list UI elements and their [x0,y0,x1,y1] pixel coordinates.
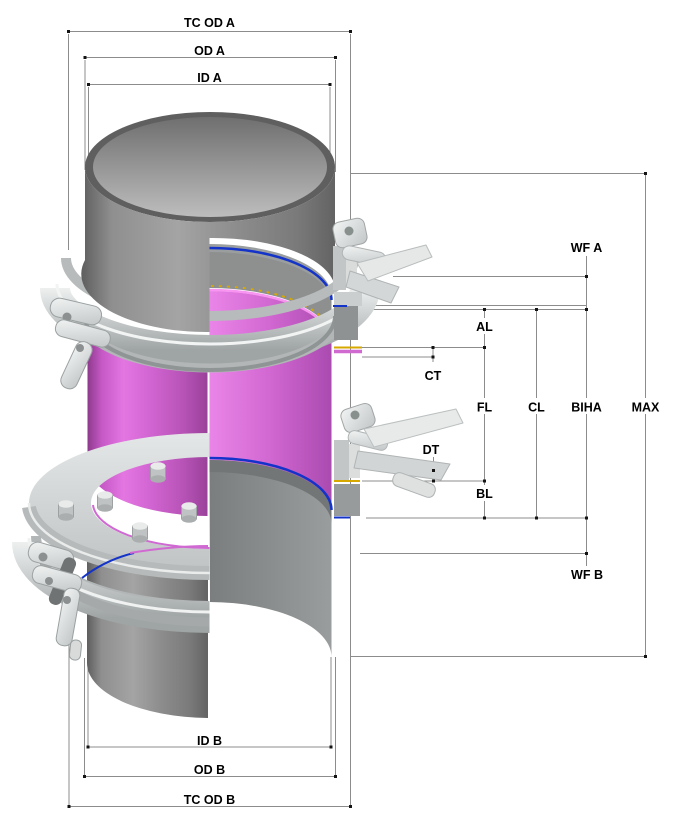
interior-bottom-pipe [209,460,332,657]
label-bg-max [628,398,663,414]
label-bg-cl [522,398,551,414]
weld-seam-b-arc [209,456,333,511]
label-max: MAX [632,401,660,415]
flange-b-bolts [58,462,197,543]
weld-seam-b-left [81,552,135,579]
ferrule-b-cut-face-1 [334,440,349,482]
wing-nut-b-stem [392,472,436,498]
latch-b-hole-top [38,552,48,562]
latch-a-hole-bottom [76,344,84,352]
clamp-b-latch [27,541,83,661]
label-dt: DT [423,443,440,457]
label-cl: CL [528,401,545,415]
label-ct: CT [425,369,442,383]
clamp-a-cut-face-3 [334,292,362,306]
label-al: AL [476,320,493,334]
top-inner-bore [93,117,327,217]
clamp-a-latch [49,297,111,390]
latch-b-clevis [55,587,81,647]
label-bl: BL [476,487,493,501]
ferrule-b-cut-face-3 [334,484,360,516]
interior-steel-band-b [209,460,332,524]
label-wf-b: WF B [571,568,603,582]
liner-edge-b-left [129,545,209,554]
label-fl: FL [477,401,493,415]
clamp-b-wing-nut [340,402,464,498]
model-cutaway-assembly [12,112,464,718]
wing-nut-b-upper-wing [363,408,464,448]
flange-b-rim-highlight [27,502,210,575]
latch-b-plate-bottom [31,565,83,593]
wing-nut-b-lug-hole [350,410,360,420]
label-id-a: ID A [197,71,222,85]
clamp-a-cut-face-4 [334,306,358,340]
label-bg-fl [470,398,498,414]
clamp-a-wing-nut [332,217,433,304]
interior-steel-band-a2 [209,252,332,340]
label-od-a: OD A [194,44,225,58]
latch-a-clevis [60,341,93,390]
label-bg-bl [470,485,499,501]
label-id-b: ID B [197,734,222,748]
wing-nut-a-upper-wing [356,244,433,282]
label-od-b: OD B [194,763,225,777]
bottom-pipe-front-wall [87,558,208,718]
dimension-labels: TC OD A OD A ID A WF A AL CT FL CL BIHA … [184,16,663,807]
label-wf-a: WF A [571,241,602,255]
latch-b-tip [68,639,83,661]
clamp-a-cut-face-1 [333,246,346,290]
label-bg-al [471,318,498,334]
gasket-dash-arc [210,285,332,337]
label-tc-od-b: TC OD B [184,793,235,807]
top-pipe-front-wall [81,167,335,333]
wing-nut-b-lower-wing [353,450,451,481]
bolt [132,522,148,543]
label-biha: BIHA [571,401,602,415]
bolt [181,502,197,523]
wing-nut-a-lug-hole [344,226,354,236]
clamp-a-cut-face-2 [346,250,357,286]
wing-nut-a-lower-wing [345,270,400,304]
latch-a-hole-top [62,312,72,322]
label-bg-biha [566,398,607,414]
ferrule-b-cut-face-2 [349,444,360,478]
bolt [150,462,166,483]
flange-b-plate [29,433,210,573]
label-tc-od-a: TC OD A [184,16,235,30]
ferrule-b-right [334,440,360,519]
bolt [58,500,74,521]
latch-b-clevis-hole [63,596,71,604]
bolt [97,491,113,512]
latch-b-hole-bottom [45,577,53,585]
